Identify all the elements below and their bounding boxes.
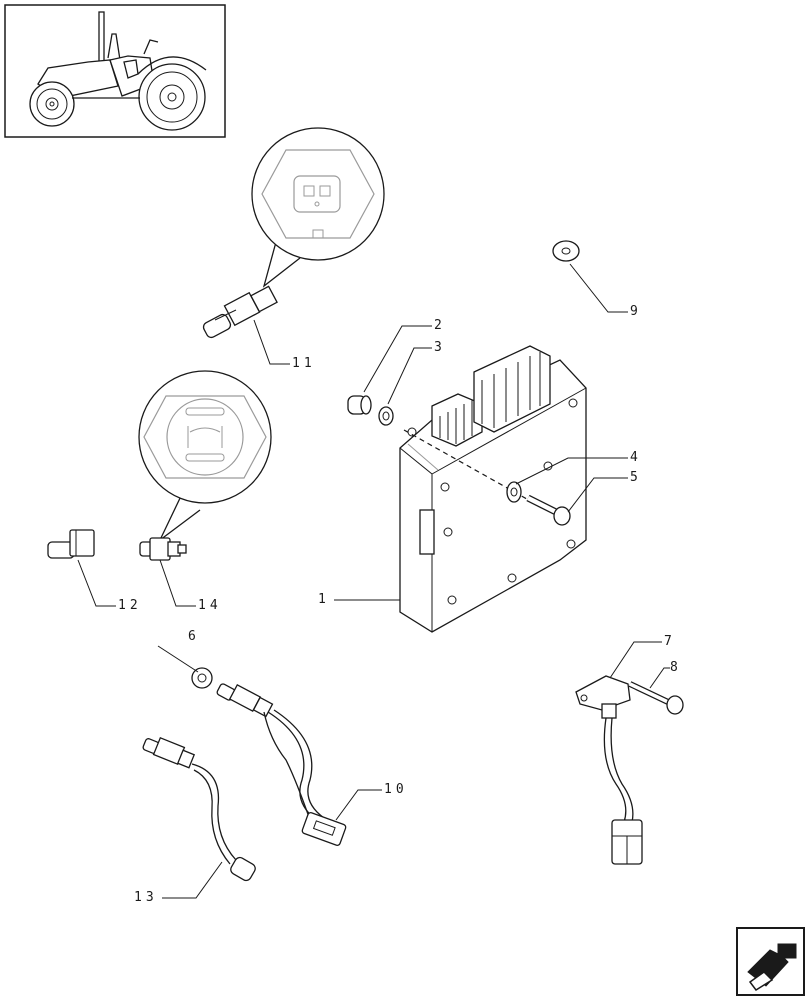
callout-8: 8: [649, 660, 682, 689]
svg-text:4: 4: [630, 450, 642, 465]
sensor-14-detail-bubble: [138, 370, 272, 541]
next-page-arrow-icon[interactable]: [736, 927, 805, 996]
control-unit-part-1: [399, 345, 587, 633]
svg-text:8: 8: [670, 660, 682, 675]
svg-text:6: 6: [188, 629, 200, 644]
washer-part-4: [506, 481, 522, 503]
callout-7: 7: [609, 634, 676, 679]
assembly-axis-line: [403, 429, 551, 513]
screw-part-8: [628, 681, 684, 715]
svg-text:7: 7: [664, 634, 676, 649]
callout-6: 6: [157, 629, 200, 673]
svg-text:3: 3: [434, 340, 446, 355]
callout-10: 10: [335, 782, 408, 821]
callout-1: 1: [318, 592, 400, 607]
sensor-11-detail-bubble: [251, 127, 385, 288]
callout-2: 2: [363, 318, 446, 393]
svg-text:11: 11: [292, 356, 316, 371]
washer-part-9: [552, 240, 580, 262]
svg-text:2: 2: [434, 318, 446, 333]
sensor-wire-part-13: [142, 736, 256, 882]
svg-text:10: 10: [384, 782, 408, 797]
callout-9: 9: [569, 263, 642, 319]
svg-text:5: 5: [630, 470, 642, 485]
washer-part-3: [378, 406, 394, 426]
sensor-part-11: [202, 285, 278, 339]
callout-3: 3: [387, 340, 446, 405]
svg-text:12: 12: [118, 598, 142, 613]
svg-text:14: 14: [198, 598, 222, 613]
fitting-part-12: [47, 529, 95, 559]
svg-text:9: 9: [630, 304, 642, 319]
callout-11: 11: [253, 319, 316, 371]
bolt-part-5: [526, 494, 571, 526]
svg-text:13: 13: [134, 890, 158, 905]
callout-5: 5: [567, 470, 642, 513]
switch-part-14: [139, 537, 187, 561]
speed-sensor-part-7: [575, 675, 643, 865]
spacer-part-2: [347, 395, 372, 415]
washer-part-6: [191, 667, 213, 689]
sensor-harness-part-10: [216, 683, 347, 846]
callout-4: 4: [515, 450, 642, 485]
callout-14: 14: [159, 559, 222, 613]
svg-text:1: 1: [318, 592, 330, 607]
callout-13: 13: [134, 861, 223, 905]
callout-12: 12: [77, 559, 142, 613]
tractor-thumbnail-icon: [4, 4, 226, 138]
